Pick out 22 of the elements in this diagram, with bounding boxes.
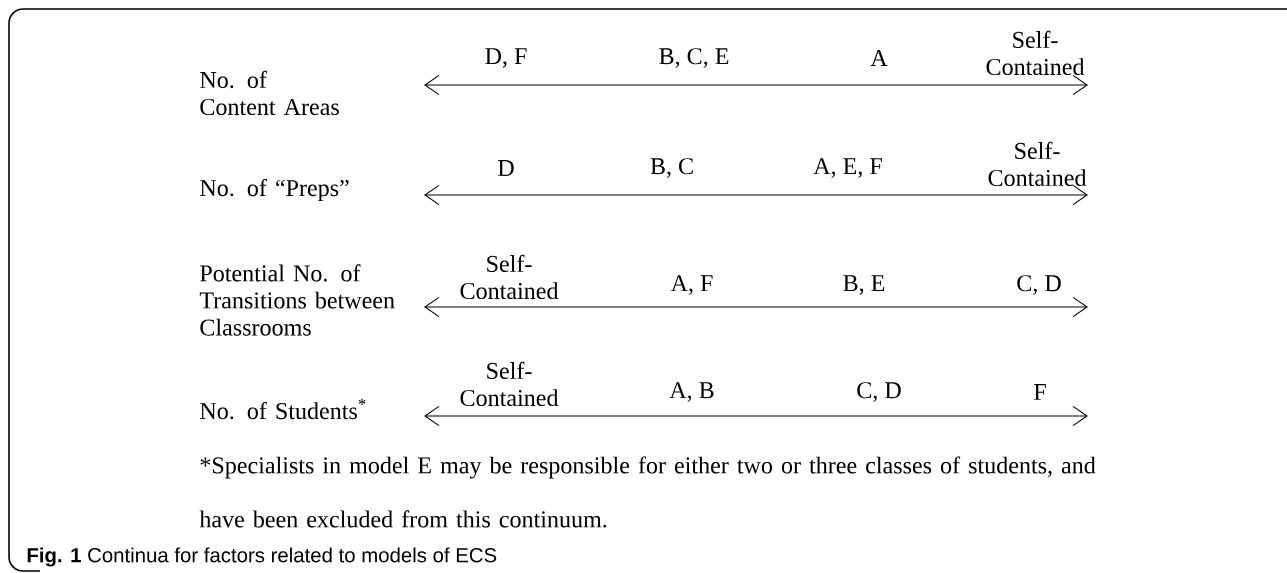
continuum-label: A <box>870 50 888 66</box>
continuum-label: B, C, E <box>659 48 729 68</box>
row-label: No. of “Preps” <box>200 178 349 202</box>
continuum-label: A, E, F <box>813 158 882 178</box>
continuum-label: A, F <box>670 275 713 295</box>
continuum-label: D <box>498 160 514 176</box>
footnote: *Specialists in model E may be responsible for either two or three classes of students, and have been excluded from this continuum. <box>199 456 1096 528</box>
row-label: No. of Content Areas <box>200 70 339 116</box>
continuum-label: D, F <box>485 48 527 68</box>
continuum-label: C, D <box>857 382 901 402</box>
continuum-label: A, B <box>669 382 714 402</box>
continuum-label: Self-Contained <box>460 254 559 300</box>
row-label: No. of Students$^{*}$ <box>200 398 366 420</box>
continuum-label: Self-Contained <box>460 361 559 407</box>
continuum-label: C, D <box>1017 275 1061 295</box>
row-label: Potential No. of Transitions between Classrooms <box>199 264 395 336</box>
continuum-label: F <box>1034 384 1046 400</box>
continuum-label: Self-Contained <box>988 141 1087 187</box>
continuum-label: B, C <box>650 158 693 178</box>
continuum-label: Self-Contained <box>986 30 1085 76</box>
caption: Fig. 1 Continua for factors related to models of ECS <box>27 547 497 567</box>
continuum-label: B, E <box>843 275 885 295</box>
